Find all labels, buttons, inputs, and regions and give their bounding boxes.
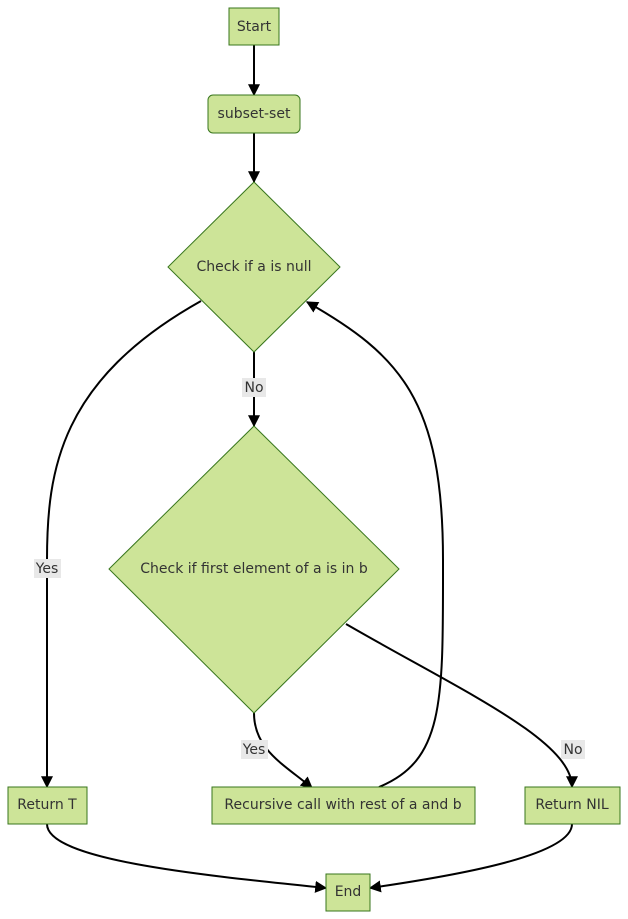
node-subset-set-label: subset-set [218, 106, 291, 122]
edge-label-text: No [563, 742, 582, 758]
node-return-nil: Return NIL [524, 786, 621, 825]
node-return-nil-label: Return NIL [535, 797, 609, 813]
node-subset-set: subset-set [207, 94, 301, 134]
edge-check-first-yes [253, 712, 313, 789]
edge-label-text: Yes [35, 561, 59, 577]
edge-label-text: No [244, 380, 263, 396]
node-check-null-label: Check if a is null [197, 259, 312, 275]
node-return-t-label: Return T [17, 797, 77, 813]
node-recursive-call: Recursive call with rest of a and b [211, 786, 476, 825]
edge-label-text: Yes [242, 742, 266, 758]
edge-label-first-no: No [561, 740, 585, 759]
edge-recursive-loop [305, 301, 445, 788]
edge-return-t-to-end [46, 823, 328, 893]
node-start-label: Start [237, 19, 272, 35]
edge-check-first-no [345, 623, 578, 789]
node-recursive-call-label: Recursive call with rest of a and b [224, 797, 461, 813]
node-end-label: End [335, 884, 362, 900]
edge-return-nil-to-end [368, 823, 573, 893]
edge-check-null-yes [41, 300, 202, 789]
edge-label-first-yes: Yes [241, 740, 268, 759]
node-check-first-label: Check if first element of a is in b [140, 561, 368, 577]
edge-label-null-no: No [242, 378, 266, 397]
node-check-null: Check if a is null [167, 181, 341, 353]
edges [41, 45, 578, 893]
edge-label-null-yes: Yes [34, 559, 61, 578]
node-return-t: Return T [7, 786, 88, 825]
node-check-first: Check if first element of a is in b [108, 425, 400, 714]
node-start: Start [228, 7, 280, 46]
node-end: End [325, 873, 371, 912]
